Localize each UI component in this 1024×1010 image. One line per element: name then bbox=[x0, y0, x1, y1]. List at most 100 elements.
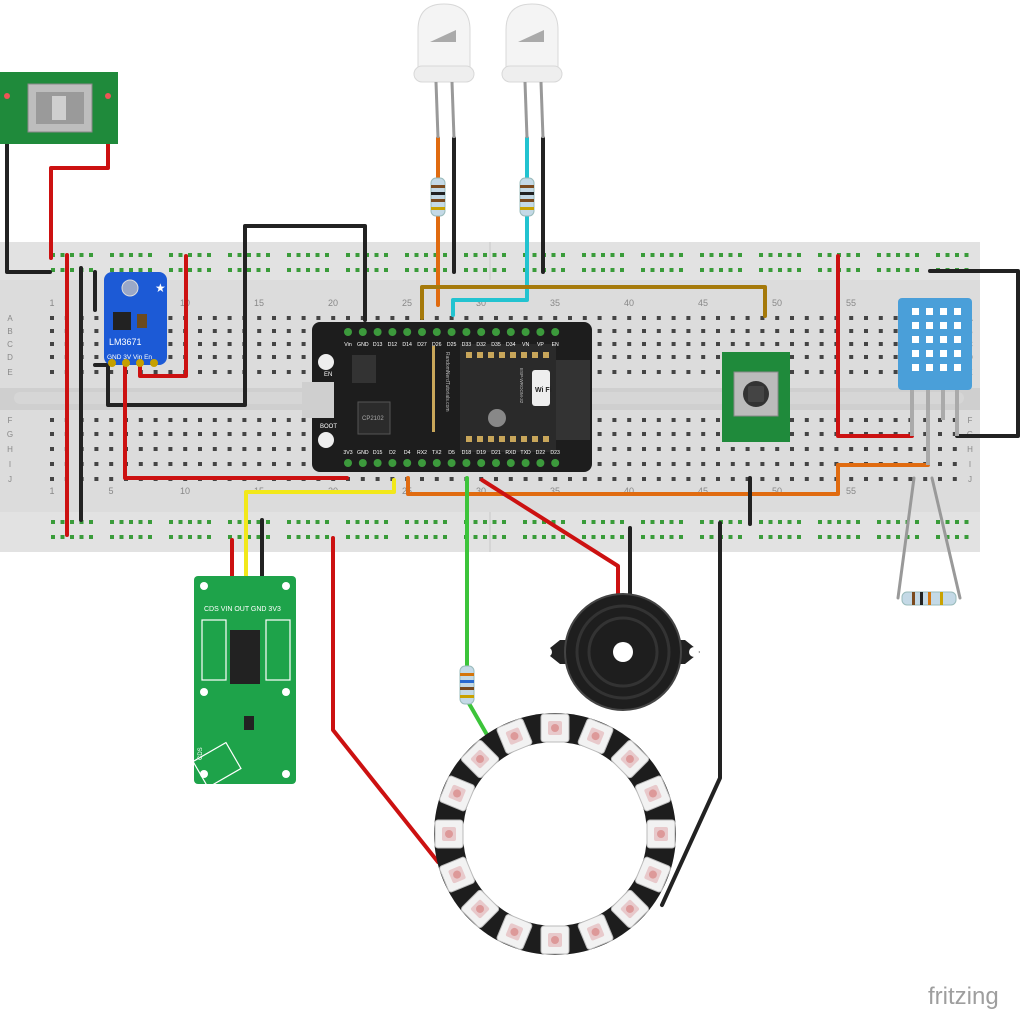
esp32-top-pin-label: VP bbox=[537, 342, 544, 348]
esp32-bottom-pin-label: D21 bbox=[491, 450, 501, 456]
row-label-right: H bbox=[967, 445, 973, 454]
column-number-top: 1 bbox=[49, 298, 54, 308]
neopixel-led bbox=[540, 713, 570, 743]
row-label-right: J bbox=[968, 475, 972, 484]
column-number-bottom: 1 bbox=[49, 486, 54, 496]
wifi-logo: Wi Fi bbox=[535, 387, 552, 394]
row-label-left: J bbox=[8, 475, 12, 484]
row-label-left: G bbox=[7, 430, 13, 439]
neopixel-led bbox=[540, 925, 570, 955]
buzzer bbox=[542, 593, 700, 711]
column-number-bottom: 10 bbox=[180, 486, 190, 496]
dht-sensor bbox=[898, 298, 972, 465]
column-number-top: 35 bbox=[550, 298, 560, 308]
resistor-led-right bbox=[519, 177, 535, 217]
wires bbox=[5, 108, 1020, 907]
esp32-top-pin-label: EN bbox=[552, 342, 559, 348]
esp32-bottom-pin-label: D22 bbox=[536, 450, 546, 456]
resistor-pulldown bbox=[901, 591, 957, 606]
esp32-top-pin-label: D33 bbox=[462, 342, 472, 348]
row-label-left: D bbox=[7, 353, 13, 362]
led-left bbox=[413, 3, 475, 139]
pir-sensor: CDS VIN OUT GND 3V3 CDS bbox=[192, 576, 296, 789]
barrel-jack bbox=[0, 72, 118, 144]
esp32-top-pin-label: D32 bbox=[476, 342, 486, 348]
row-label-right: I bbox=[969, 460, 971, 469]
svg-text:★: ★ bbox=[155, 281, 166, 295]
row-label-left: F bbox=[8, 416, 13, 425]
boot-button-label: BOOT bbox=[320, 424, 337, 430]
row-label-left: C bbox=[7, 340, 13, 349]
neopixel-led bbox=[439, 856, 475, 893]
resistor-led-left bbox=[430, 177, 446, 217]
neopixel-led bbox=[439, 775, 475, 812]
row-label-left: H bbox=[7, 445, 13, 454]
neopixel-led bbox=[577, 718, 614, 754]
esp32-top-pin-label: D35 bbox=[491, 342, 501, 348]
neopixel-led bbox=[646, 819, 676, 849]
esp32-top-pin-label: D25 bbox=[447, 342, 457, 348]
row-label-right: F bbox=[968, 416, 973, 425]
esp32-bottom-pin-label: D2 bbox=[389, 450, 396, 456]
row-label-left: E bbox=[7, 368, 12, 377]
esp32-top-pin-label: D12 bbox=[388, 342, 398, 348]
esp32-bottom-pin-label: D18 bbox=[462, 450, 472, 456]
neopixel-led bbox=[460, 889, 500, 929]
resistor-neopixel bbox=[459, 665, 475, 705]
neopixel-led bbox=[434, 819, 464, 849]
esp32-bottom-pin-label: RXD bbox=[505, 450, 516, 456]
esp32-board: EN BOOT CP2102 Wi Fi RandomNerdTutorials… bbox=[302, 322, 592, 472]
neopixel-led bbox=[496, 914, 533, 950]
esp32-bottom-pin-label: D4 bbox=[404, 450, 411, 456]
pushbutton bbox=[722, 352, 790, 442]
esp32-top-pin-label: D13 bbox=[373, 342, 383, 348]
neopixel-led bbox=[577, 914, 614, 950]
esp32-bottom-pin-label: TXD bbox=[520, 450, 531, 456]
fritzing-logo: fritzing bbox=[928, 983, 999, 1010]
chip-label: CP2102 bbox=[362, 416, 384, 422]
column-number-bottom: 45 bbox=[698, 486, 708, 496]
esp32-top-pin-label: D27 bbox=[417, 342, 427, 348]
esp32-bottom-pin-label: 3V3 bbox=[343, 450, 352, 456]
column-number-bottom: 50 bbox=[772, 486, 782, 496]
row-label-left: B bbox=[7, 327, 12, 336]
pir-pin-labels: CDS VIN OUT GND 3V3 bbox=[204, 606, 281, 613]
column-number-bottom: 30 bbox=[476, 486, 486, 496]
esp32-bottom-pin-label: GND bbox=[357, 450, 369, 456]
led-right bbox=[501, 3, 563, 139]
row-label-left: I bbox=[9, 460, 11, 469]
column-number-bottom: 40 bbox=[624, 486, 634, 496]
neopixel-led bbox=[610, 889, 650, 929]
column-number-top: 30 bbox=[476, 298, 486, 308]
esp32-bottom-pin-label: D19 bbox=[476, 450, 486, 456]
column-number-bottom: 5 bbox=[108, 486, 113, 496]
column-number-top: 15 bbox=[254, 298, 264, 308]
neopixel-ring bbox=[434, 713, 676, 955]
column-number-top: 55 bbox=[846, 298, 856, 308]
lm3671-pin-labels: GND 3V Vin En bbox=[107, 354, 152, 361]
column-number-bottom: 55 bbox=[846, 486, 856, 496]
esp32-top-pin-label: Vin bbox=[344, 342, 352, 348]
lm3671-label: LM3671 bbox=[109, 337, 142, 347]
esp32-bottom-pin-label: D23 bbox=[550, 450, 560, 456]
neopixel-led bbox=[460, 739, 500, 779]
column-number-bottom: 35 bbox=[550, 486, 560, 496]
esp32-top-pin-label: D14 bbox=[402, 342, 412, 348]
lm3671-board: ★ LM3671 GND 3V Vin En bbox=[104, 272, 167, 367]
side-text: RandomNerdTutorials.com bbox=[444, 352, 450, 412]
pir-cds-label: CDS bbox=[198, 747, 204, 760]
neopixel-led bbox=[635, 775, 671, 812]
esp32-bottom-pin-label: RX2 bbox=[417, 450, 427, 456]
column-number-top: 50 bbox=[772, 298, 782, 308]
column-number-top: 40 bbox=[624, 298, 634, 308]
esp32-bottom-pin-label: D15 bbox=[373, 450, 383, 456]
column-number-top: 45 bbox=[698, 298, 708, 308]
row-label-left: A bbox=[7, 314, 13, 323]
esp32-top-pin-label: GND bbox=[357, 342, 369, 348]
en-button-label: EN bbox=[324, 372, 332, 378]
esp32-top-pin-label: D34 bbox=[506, 342, 516, 348]
esp32-top-pin-label: D26 bbox=[432, 342, 442, 348]
neopixel-led bbox=[635, 856, 671, 893]
neopixel-led bbox=[496, 718, 533, 754]
